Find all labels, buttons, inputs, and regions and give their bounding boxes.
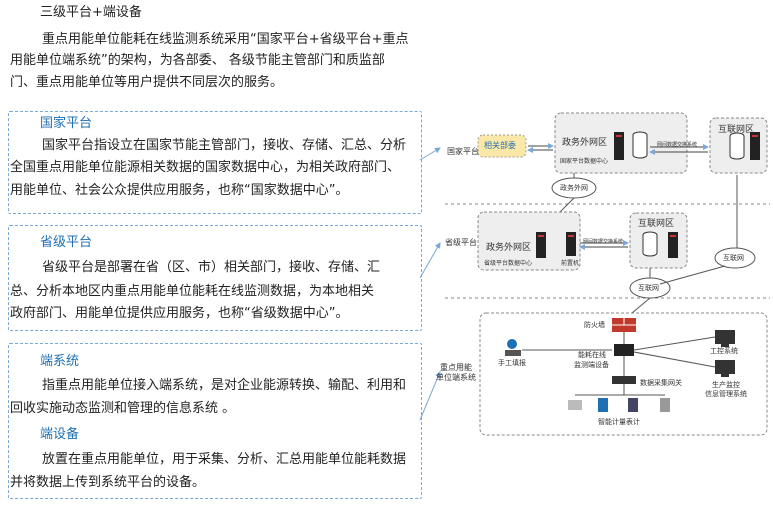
tier-provincial-label: 省级平台: [445, 238, 477, 247]
prod-mgmt-icon: [715, 360, 735, 377]
intro-line-1: 重点用能单位能耗在线监测系统采用“国家平台+省级平台+重点: [42, 32, 409, 47]
provincial-gov-zone: [477, 211, 581, 271]
manual-fill-icon: [505, 339, 521, 356]
internet-database-icon: [729, 132, 745, 160]
national-title: 国家平台: [40, 116, 93, 131]
cloud-link-6: [659, 265, 726, 285]
end-section-box: [8, 343, 422, 499]
end-device-title: 端设备: [40, 427, 80, 442]
intro-line-3: 门、重点用能单位等用户提供不同层次的服务。: [10, 75, 284, 90]
gateway-icon: [612, 376, 636, 384]
provincial-title: 省级平台: [40, 235, 93, 250]
related-ministries-label: 相关部委: [484, 141, 516, 150]
tier-end-label-2: 单位端系统: [436, 373, 476, 382]
provincial-line-3: 政府部门、用能单位提供应用服务，也称“省级数据中心”。: [10, 306, 349, 321]
smart-meter-icons: [568, 398, 670, 412]
intro-heading: 三级平台+端设备: [40, 5, 142, 20]
gov-extranet-cloud-label: 政务外网: [560, 184, 588, 192]
end-device-line-1: 放置在重点用能单位，用于采集、分析、汇总用能单位能耗数据: [42, 452, 407, 467]
cloud-link-2: [559, 197, 575, 213]
industrial-control-label: 工控系统: [710, 347, 738, 355]
internet-cloud-bottom-label: 互联网: [638, 284, 659, 292]
connector-lines: [419, 147, 441, 421]
tier-end-label-1: 重点用能: [440, 363, 472, 372]
national-database-icon: [632, 131, 648, 159]
national-gov-zone-label: 政务外网区: [562, 138, 608, 148]
end-device-line-2: 并将数据上传到系统平台的设备。: [10, 475, 206, 490]
national-section-box: [8, 111, 422, 214]
national-server-icon: [614, 132, 624, 160]
manual-fill-label: 手工填报: [498, 359, 526, 367]
prod-mgmt-label-2: 信息管理系统: [705, 390, 747, 398]
provincial-database-icon: [642, 231, 658, 257]
exchange-arrows: [527, 143, 709, 155]
national-line-1: 国家平台指设立在国家节能主管部门，接收、存储、汇总、分析: [42, 138, 407, 153]
national-line-2: 全国重点用能单位能源相关数据的国家数据中心，为相关政府部门、: [10, 160, 401, 175]
gateway-label: 数据采集网关: [640, 379, 682, 387]
end-system-line-2: 回收实施动态监测和管理的信息系统 。: [10, 401, 236, 416]
end-system-line-1: 指重点用能单位接入端系统，是对企业能源转换、输配、利用和: [42, 378, 407, 393]
end-system-links: [522, 332, 716, 396]
monitor-device-icon: [614, 344, 634, 356]
provincial-exchange-arrows: [579, 240, 629, 250]
industrial-control-icon: [715, 330, 735, 347]
tier-national-label: 国家平台: [447, 147, 479, 156]
firewall-icon: [612, 318, 636, 332]
end-system-title: 端系统: [40, 354, 80, 369]
national-dc-label: 国家平台数据中心: [560, 158, 609, 165]
related-ministries-box: [477, 134, 527, 158]
monitor-device-label-2: 监测端设备: [574, 361, 609, 369]
national-line-3: 用能单位、社会公众提供应用服务，也称“国家数据中心”。: [10, 183, 349, 198]
front-machine-icon: [566, 232, 576, 256]
provincial-line-2: 总、分析本地区内重点用能单位能耗在线监测数据，为本地相关: [10, 284, 375, 299]
provincial-exchange-label: 网间数据交换系统: [583, 239, 624, 245]
smart-meters-label: 智能计量表计: [598, 418, 640, 426]
provincial-server-icon: [536, 232, 546, 258]
internet-cloud-right-label: 互联网: [723, 254, 744, 262]
prod-mgmt-label-1: 生产监控: [712, 381, 740, 389]
provincial-gov-zone-label: 政务外网区: [486, 243, 532, 253]
provincial-line-1: 省级平台是部署在省（区、市）相关部门，接收、存储、汇: [42, 260, 381, 275]
monitor-device-label-1: 能耗在线: [578, 351, 606, 359]
provincial-internet-zone-label: 互联网区: [638, 219, 675, 229]
provincial-dc-label: 省级平台数据中心: [484, 260, 533, 267]
national-exchange-label: 网间数据交换系统: [657, 142, 698, 148]
internet-cloud-right: [714, 247, 756, 269]
intro-line-2: 用能单位端系统”的架构，为各部委、 各级节能主管部门和质监部: [10, 53, 385, 68]
national-internet-zone-label: 互联网区: [718, 125, 755, 135]
firewall-label: 防火墙: [584, 321, 605, 329]
internet-server-icon: [750, 132, 760, 160]
provincial-front-server-icon: [668, 232, 678, 258]
provincial-section-box: [8, 225, 422, 331]
front-machine-label: 前置机: [561, 260, 580, 267]
